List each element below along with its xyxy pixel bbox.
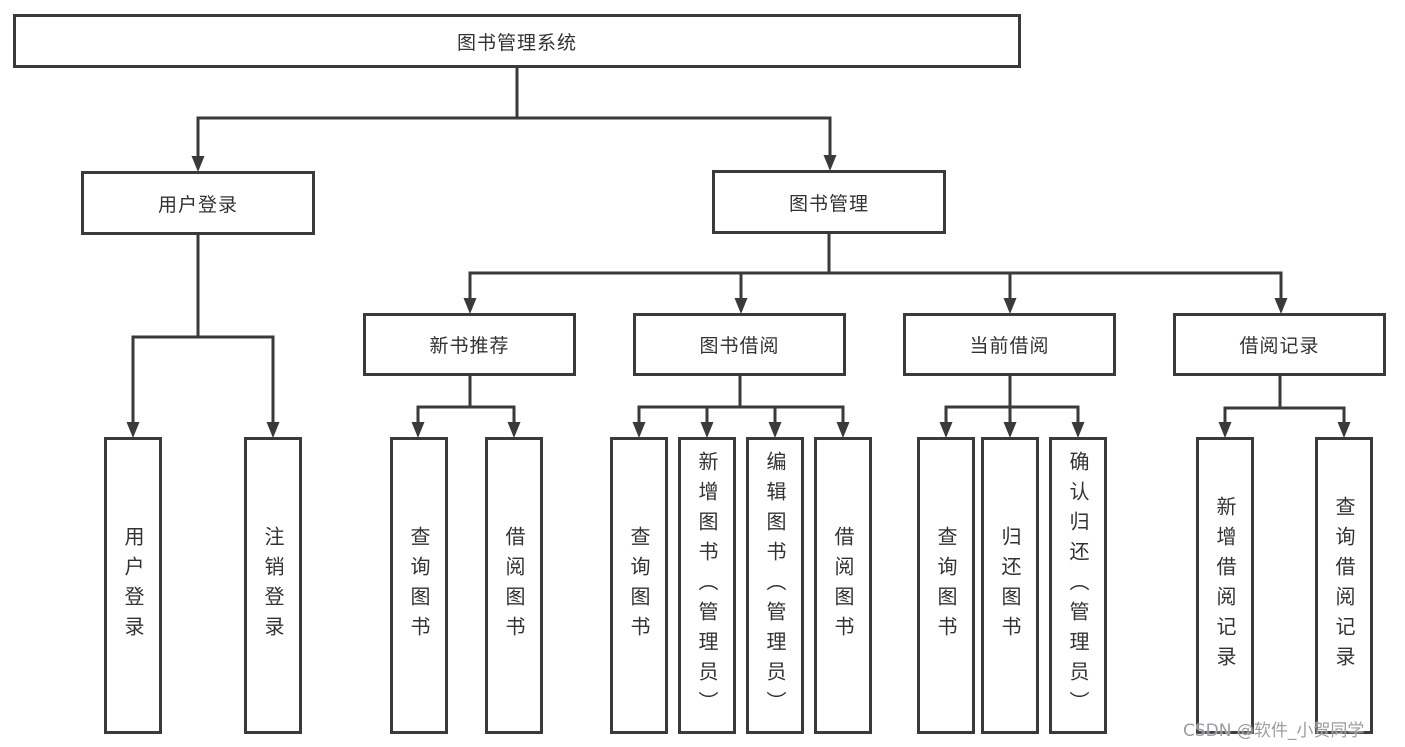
- arrow-icon: [823, 155, 837, 171]
- node-edit-book-admin: 编辑图书（管理员）: [746, 437, 804, 734]
- arrow-icon: [1218, 422, 1232, 438]
- node-book-management: 图书管理: [712, 170, 946, 234]
- arrow-icon: [1003, 298, 1017, 314]
- node-query-books-borrow: 查询图书: [610, 437, 668, 734]
- node-user-login: 用户登录: [81, 171, 315, 235]
- node-borrow-books-recommend: 借阅图书: [485, 437, 543, 734]
- node-query-borrow-record: 查询借阅记录: [1315, 437, 1373, 734]
- arrow-icon: [632, 422, 646, 438]
- node-query-books-current: 查询图书: [917, 437, 975, 734]
- arrow-icon: [463, 298, 477, 314]
- node-library-management-system: 图书管理系统: [13, 14, 1021, 68]
- arrow-icon: [939, 422, 953, 438]
- arrow-icon: [1071, 422, 1085, 438]
- arrow-icon: [700, 422, 714, 438]
- node-return-book: 归还图书: [981, 437, 1039, 734]
- arrow-icon: [734, 298, 748, 314]
- arrow-icon: [1274, 298, 1288, 314]
- node-add-borrow-record: 新增借阅记录: [1196, 437, 1254, 734]
- node-borrowing-records: 借阅记录: [1173, 313, 1386, 376]
- node-current-borrowing: 当前借阅: [903, 313, 1116, 376]
- arrow-icon: [836, 422, 850, 438]
- arrow-icon: [411, 422, 425, 438]
- arrow-icon: [126, 422, 140, 438]
- node-borrow-books-leaf: 借阅图书: [814, 437, 872, 734]
- node-user-login-leaf: 用户登录: [104, 437, 162, 734]
- arrow-icon: [768, 422, 782, 438]
- node-confirm-return-admin: 确认归还（管理员）: [1049, 437, 1107, 734]
- arrow-icon: [191, 156, 205, 172]
- arrow-icon: [1337, 422, 1351, 438]
- arrow-icon: [1003, 422, 1017, 438]
- node-logout-leaf: 注销登录: [244, 437, 302, 734]
- node-add-book-admin: 新增图书（管理员）: [678, 437, 736, 734]
- node-new-book-recommendation: 新书推荐: [363, 313, 576, 376]
- node-book-borrowing: 图书借阅: [633, 313, 846, 376]
- arrow-icon: [507, 422, 521, 438]
- arrow-icon: [266, 422, 280, 438]
- node-query-books-recommend: 查询图书: [390, 437, 448, 734]
- csdn-watermark: CSDN @软件_小贺同学: [1183, 721, 1365, 741]
